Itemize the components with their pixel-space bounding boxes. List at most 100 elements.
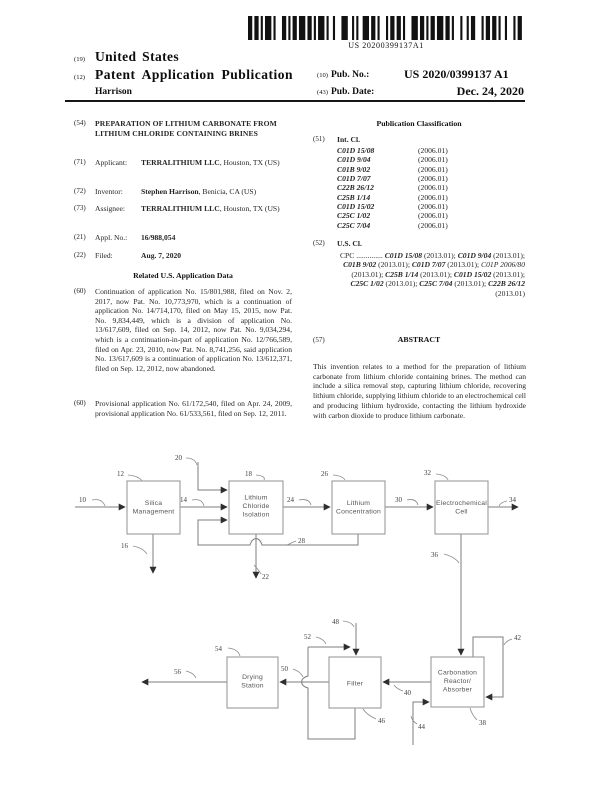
int-cl-row: C01D 7/07(2006.01) <box>337 174 448 184</box>
ref-24: 24 <box>287 496 295 504</box>
cpc-classification: CPC .............. C01D 15/08 (2013.01);… <box>339 251 525 298</box>
flow-lines <box>75 462 519 745</box>
svg-text:Isolation: Isolation <box>242 512 269 519</box>
assignee-value: TERRALITHIUM LLC, Houston, TX (US) <box>141 204 280 213</box>
publication-classification-header: Publication Classification <box>376 119 462 128</box>
related-text-2: Provisional application No. 61/172,540, … <box>95 399 292 418</box>
ref-12: 12 <box>117 470 125 478</box>
header-rule <box>65 100 525 102</box>
svg-text:Lithium: Lithium <box>347 500 370 507</box>
int-cl-label: Int. Cl. <box>337 135 360 144</box>
box-carbonation-reactor-absorber <box>430 656 485 708</box>
svg-text:Carbonation: Carbonation <box>438 670 477 677</box>
int-cl-row: C01D 15/02(2006.01) <box>337 202 448 212</box>
document-type: Patent Application Publication <box>95 67 294 82</box>
kind-code-10: (10) <box>317 72 328 79</box>
line-44 <box>412 698 430 745</box>
int-cl-section: (51) Int. Cl. <box>313 135 525 145</box>
ref-32: 32 <box>424 469 432 477</box>
process-flow-diagram: Silica Management Lithium Chloride Isola… <box>75 454 522 745</box>
ref-42: 42 <box>514 634 522 642</box>
loop-42 <box>472 636 504 701</box>
barcode-number: US 20200399137A1 <box>348 41 424 50</box>
ref-56: 56 <box>174 668 182 676</box>
abstract-header: ABSTRACT <box>397 335 441 344</box>
svg-text:Concentration: Concentration <box>336 509 381 516</box>
related-data-p1: (60) Continuation of application No. 15/… <box>74 287 292 373</box>
ref-22: 22 <box>262 573 270 581</box>
kind-code-12: (12) <box>74 74 85 81</box>
int-cl-row: C25C 1/02(2006.01) <box>337 211 448 221</box>
related-text-1: Continuation of application No. 15/801,9… <box>95 287 292 373</box>
int-cl-row: C01B 9/02(2006.01) <box>337 164 448 174</box>
ref-20: 20 <box>175 454 183 462</box>
svg-text:Chloride: Chloride <box>243 503 270 510</box>
int-cl-row: C25C 7/04(2006.01) <box>337 220 448 230</box>
svg-text:Electrochemical: Electrochemical <box>436 500 487 507</box>
int-cl-row: C22B 26/12(2006.01) <box>337 183 448 193</box>
flow-boxes: Silica Management Lithium Chloride Isola… <box>126 480 489 709</box>
assignee-section: (73) Assignee: TERRALITHIUM LLC, Houston… <box>74 204 292 214</box>
ref-28: 28 <box>298 537 306 545</box>
box-lithium-chloride-isolation <box>228 480 284 535</box>
ref-40: 40 <box>404 689 412 697</box>
svg-text:Station: Station <box>241 683 264 690</box>
box-silica-management <box>126 480 181 535</box>
tag-52: (52) <box>313 239 325 247</box>
tag-57: (57) <box>313 336 325 344</box>
inventor-surname: Harrison <box>95 87 132 97</box>
ref-38: 38 <box>479 719 487 727</box>
svg-text:Absorber: Absorber <box>443 687 473 694</box>
int-cl-row: C25B 1/14(2006.01) <box>337 192 448 202</box>
box-filter <box>328 656 382 709</box>
appl-no-label: Appl. No.: <box>95 233 128 242</box>
inventor-label: Inventor: <box>95 187 123 196</box>
pub-date-value: Dec. 24, 2020 <box>456 84 524 98</box>
assignee-label: Assignee: <box>95 204 125 213</box>
ref-14: 14 <box>180 496 188 504</box>
filed-value: Aug. 7, 2020 <box>141 251 182 260</box>
applicant-section: (71) Applicant: TERRALITHIUM LLC, Housto… <box>74 158 292 168</box>
svg-text:Lithium: Lithium <box>244 495 267 502</box>
ref-34: 34 <box>509 496 517 504</box>
pub-no-label: Pub. No.: <box>331 70 370 80</box>
box-electrochemical-cell <box>434 480 489 535</box>
appl-no-value: 16/988,054 <box>141 233 176 242</box>
related-data-p2: (60) Provisional application No. 61/172,… <box>74 399 292 418</box>
kind-code-43: (43) <box>317 89 328 96</box>
tag-54: (54) <box>74 119 86 127</box>
title-section: (54) PREPARATION OF LITHIUM CARBONATE FR… <box>74 119 292 139</box>
abstract-text: This invention relates to a method for t… <box>313 362 526 420</box>
leader-squiggles <box>91 457 513 725</box>
ref-46: 46 <box>378 717 386 725</box>
filed-label: Filed: <box>95 251 113 260</box>
us-cl-label: U.S. Cl. <box>337 239 362 248</box>
ref-52: 52 <box>304 633 312 641</box>
svg-text:Silica: Silica <box>145 500 162 507</box>
ref-30: 30 <box>395 496 403 504</box>
loop-46 <box>301 647 356 740</box>
tag-72: (72) <box>74 187 86 195</box>
ref-16: 16 <box>121 542 129 550</box>
loop-28 <box>197 516 359 546</box>
applicant-value: TERRALITHIUM LLC, Houston, TX (US) <box>141 158 280 167</box>
barcode <box>248 16 522 40</box>
appl-no-section: (21) Appl. No.: 16/988,054 <box>74 233 292 243</box>
applicant-label: Applicant: <box>95 158 128 167</box>
ref-54: 54 <box>215 645 223 653</box>
tag-60b: (60) <box>74 399 86 407</box>
int-cl-list: C01D 15/08(2006.01) C01D 9/04(2006.01) C… <box>337 146 525 230</box>
svg-text:Reactor/: Reactor/ <box>444 678 471 685</box>
ref-50: 50 <box>281 665 289 673</box>
tag-21: (21) <box>74 233 86 241</box>
int-cl-row: C01D 15/08(2006.01) <box>337 146 448 155</box>
ref-36: 36 <box>431 551 439 559</box>
svg-text:Drying: Drying <box>242 674 263 681</box>
box-lithium-concentration <box>331 480 386 535</box>
tag-71: (71) <box>74 158 86 166</box>
ref-10: 10 <box>79 496 87 504</box>
ref-26: 26 <box>321 470 329 478</box>
ref-48: 48 <box>332 618 340 626</box>
svg-text:Cell: Cell <box>455 509 468 516</box>
